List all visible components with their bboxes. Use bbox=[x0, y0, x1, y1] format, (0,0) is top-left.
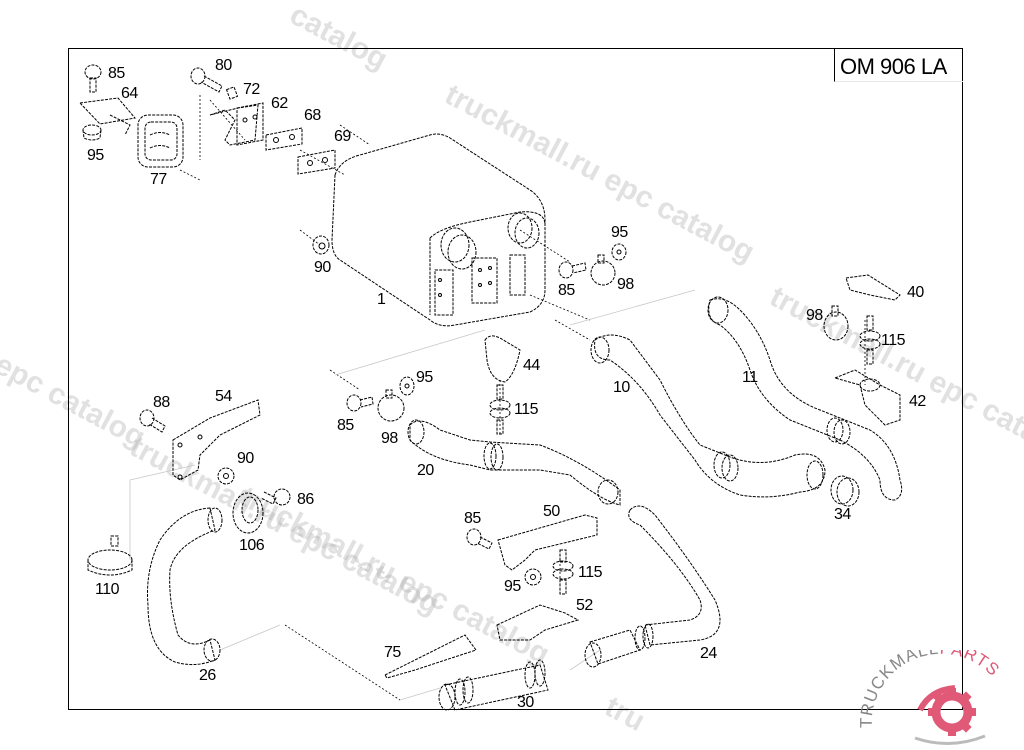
part-shield-75 bbox=[384, 634, 477, 679]
part-bracket-44 bbox=[484, 335, 521, 383]
part-pipe-20 bbox=[407, 419, 621, 506]
callout-10[interactable]: 10 bbox=[613, 379, 630, 396]
callout-44[interactable]: 44 bbox=[523, 357, 540, 374]
gear-icon bbox=[914, 685, 986, 746]
part-bolt-88 bbox=[139, 409, 166, 433]
part-bolt-85 bbox=[84, 64, 102, 93]
part-bolt-85 bbox=[558, 261, 587, 279]
part-clamp-106 bbox=[232, 492, 264, 534]
callout-1[interactable]: 1 bbox=[377, 291, 386, 308]
part-pipe-30 bbox=[438, 659, 549, 711]
callout-72[interactable]: 72 bbox=[243, 81, 260, 98]
part-damper-115 bbox=[859, 315, 881, 365]
callout-34[interactable]: 34 bbox=[834, 506, 851, 523]
callout-90[interactable]: 90 bbox=[314, 259, 331, 276]
callout-68[interactable]: 68 bbox=[304, 107, 321, 124]
callout-98[interactable]: 98 bbox=[381, 430, 398, 447]
leader-lines bbox=[129, 95, 866, 701]
callout-95[interactable]: 95 bbox=[87, 147, 104, 164]
callout-115[interactable]: 115 bbox=[881, 332, 906, 349]
diagram-frame bbox=[68, 48, 963, 710]
callout-62[interactable]: 62 bbox=[271, 95, 288, 112]
callout-85[interactable]: 85 bbox=[558, 282, 575, 299]
callout-115[interactable]: 115 bbox=[514, 401, 539, 418]
part-bracket-50 bbox=[497, 514, 598, 571]
part-bolt-80 bbox=[190, 67, 239, 100]
callout-85[interactable]: 85 bbox=[464, 510, 481, 527]
part-bracket-54 bbox=[172, 399, 261, 481]
part-pipe-11 bbox=[707, 296, 903, 501]
part-bracket-64 bbox=[78, 97, 136, 136]
part-washer-95 bbox=[82, 124, 102, 141]
truckmall-parts-logo: TRUCKMALLPARTS bbox=[860, 650, 1004, 746]
callout-11[interactable]: 11 bbox=[742, 369, 758, 386]
callout-110[interactable]: 110 bbox=[95, 581, 120, 598]
part-washer-95 bbox=[611, 243, 627, 261]
part-bolt-85 bbox=[466, 528, 493, 550]
callout-88[interactable]: 88 bbox=[153, 394, 170, 411]
part-plate-68 bbox=[265, 127, 303, 151]
logo-text-parts: PARTS bbox=[939, 650, 1003, 680]
part-washer-95 bbox=[399, 376, 415, 396]
part-bracket-72 bbox=[209, 104, 259, 146]
callout-52[interactable]: 52 bbox=[576, 597, 593, 614]
callout-85[interactable]: 85 bbox=[108, 65, 125, 82]
part-plate-69 bbox=[297, 149, 336, 175]
part-plate-62 bbox=[236, 102, 264, 146]
part-bolt-86 bbox=[260, 488, 291, 506]
callout-42[interactable]: 42 bbox=[909, 393, 926, 410]
part-sleeve-34 bbox=[830, 475, 860, 507]
callout-77[interactable]: 77 bbox=[150, 171, 167, 188]
callout-30[interactable]: 30 bbox=[517, 694, 534, 711]
part-bolt-85 bbox=[346, 394, 374, 412]
callout-98[interactable]: 98 bbox=[806, 307, 823, 324]
model-title: OM 906 LA bbox=[840, 54, 947, 79]
part-rubber-mount-77 bbox=[137, 114, 184, 168]
callout-69[interactable]: 69 bbox=[334, 128, 351, 145]
callout-85[interactable]: 85 bbox=[337, 417, 354, 434]
callout-98[interactable]: 98 bbox=[617, 276, 634, 293]
callout-106[interactable]: 106 bbox=[239, 537, 265, 554]
part-clamp-110 bbox=[87, 535, 133, 576]
part-bracket-42 bbox=[833, 369, 901, 426]
callout-86[interactable]: 86 bbox=[297, 491, 314, 508]
callout-95[interactable]: 95 bbox=[611, 224, 628, 241]
callout-64[interactable]: 64 bbox=[121, 85, 138, 102]
part-shield-52 bbox=[496, 604, 580, 641]
part-pipe-10 bbox=[590, 334, 826, 498]
part-nut-90 bbox=[217, 467, 235, 485]
callout-50[interactable]: 50 bbox=[543, 503, 560, 520]
part-clamp-98 bbox=[590, 254, 616, 286]
part-clamp-98 bbox=[823, 305, 849, 341]
part-pipe-26 bbox=[147, 507, 223, 666]
callout-95[interactable]: 95 bbox=[504, 578, 521, 595]
callout-115[interactable]: 115 bbox=[578, 564, 603, 581]
callout-20[interactable]: 20 bbox=[417, 462, 434, 479]
part-nut-90 bbox=[312, 235, 330, 255]
callout-40[interactable]: 40 bbox=[907, 284, 924, 301]
callout-80[interactable]: 80 bbox=[215, 57, 232, 74]
part-bracket-40 bbox=[845, 274, 901, 301]
callout-54[interactable]: 54 bbox=[215, 388, 232, 405]
model-box bbox=[834, 48, 963, 82]
callout-90[interactable]: 90 bbox=[237, 450, 254, 467]
callout-75[interactable]: 75 bbox=[384, 644, 401, 661]
logo-text-truckmall: TRUCKMALL bbox=[860, 650, 940, 728]
part-muffler bbox=[331, 133, 546, 327]
part-washer-95 bbox=[524, 568, 542, 586]
part-damper-115 bbox=[489, 384, 511, 435]
part-pipe-24 bbox=[584, 505, 721, 668]
callout-95[interactable]: 95 bbox=[416, 369, 433, 386]
logo-text: TRUCKMALLPARTS bbox=[860, 650, 1004, 728]
part-clamp-98 bbox=[377, 389, 405, 422]
part-damper-115 bbox=[552, 549, 574, 595]
callout-24[interactable]: 24 bbox=[700, 645, 717, 662]
callout-26[interactable]: 26 bbox=[199, 667, 216, 684]
